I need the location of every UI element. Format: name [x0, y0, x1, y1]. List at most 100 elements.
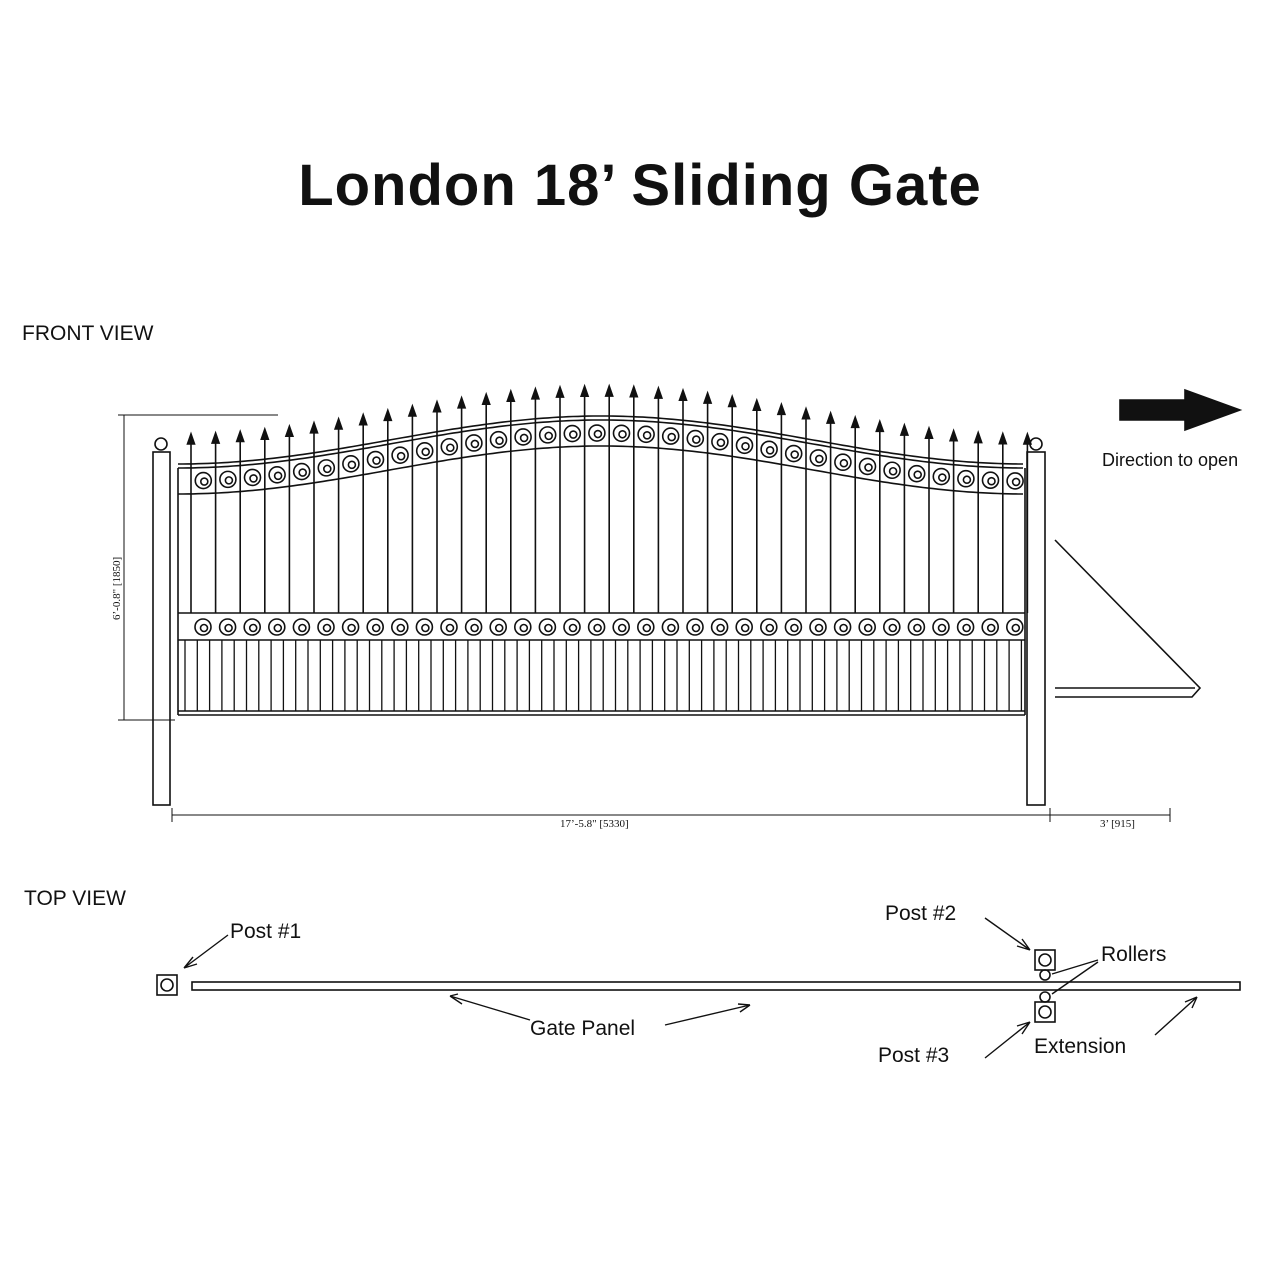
scroll-ornament	[981, 471, 1000, 490]
scroll-ornament	[858, 618, 877, 636]
scroll-ornament	[513, 618, 532, 636]
scroll-ornament	[243, 618, 261, 636]
spike-finial	[235, 429, 245, 443]
spike-finial	[579, 383, 590, 397]
spike-finial	[358, 412, 368, 426]
diagram-title: London 18’ Sliding Gate	[298, 153, 982, 218]
scroll-ornament	[883, 461, 901, 480]
scroll-ornament	[464, 618, 483, 636]
scroll-ornament-inner	[888, 623, 898, 633]
scroll-ornament	[809, 618, 827, 636]
scroll-ornament	[218, 618, 237, 636]
scroll-ornament	[711, 432, 729, 451]
gate-frame-sides	[177, 468, 1026, 715]
spike-finial	[555, 384, 565, 398]
scroll-ornament-inner	[372, 456, 381, 465]
spike-finial	[432, 399, 442, 413]
scroll-ornament	[563, 424, 582, 443]
post2-label: Post #2	[885, 902, 957, 925]
scroll-ornament-inner	[716, 438, 726, 447]
roller-top	[1039, 969, 1051, 981]
scroll-ornament	[760, 440, 778, 459]
scroll-ornament-inner	[322, 464, 332, 474]
scroll-ornament-inner	[667, 432, 677, 442]
spike-finial	[776, 401, 787, 416]
scroll-ornament	[243, 468, 262, 487]
scroll-ornament	[735, 436, 754, 455]
scroll-ornament-inner	[962, 623, 971, 633]
width-dim-text: 17’-5.8" [5330]	[560, 818, 629, 830]
scroll-ornament	[858, 457, 877, 476]
scroll-ornament-inner	[347, 460, 357, 470]
scroll-ornament-inner	[519, 623, 529, 633]
scroll-ornament-inner	[298, 468, 308, 477]
spike-finial	[899, 422, 910, 436]
scroll-ornament-inner	[667, 623, 676, 633]
scroll-ornament	[588, 424, 606, 442]
scroll-ornament-inner	[765, 623, 775, 633]
scroll-ornament	[415, 618, 434, 636]
spike-finial	[924, 425, 934, 439]
post3-circle	[1038, 1005, 1052, 1019]
scroll-ornament	[907, 618, 926, 636]
spike-finial	[481, 391, 491, 406]
scroll-ornament-inner	[691, 435, 701, 444]
scroll-ornament-inner	[617, 623, 627, 633]
scroll-ornament-inner	[519, 433, 529, 443]
scroll-ornament	[341, 618, 360, 636]
scroll-ornament	[981, 618, 1000, 636]
scroll-ornament	[956, 618, 975, 636]
rollers-label: Rollers	[1101, 943, 1167, 966]
scroll-ornament	[538, 618, 557, 636]
scroll-ornament	[784, 444, 803, 463]
scroll-ornament-inner	[962, 475, 972, 485]
spike-finial	[604, 383, 614, 397]
scroll-ornament-inner	[298, 623, 307, 633]
spike-finial	[284, 423, 295, 438]
spike-finial	[629, 384, 639, 398]
scroll-ornament	[759, 618, 778, 636]
front-view-label: FRONT VIEW	[22, 322, 154, 345]
scroll-ornament	[563, 618, 581, 636]
scroll-ornament-inner	[839, 458, 849, 468]
scroll-ornament-inner	[544, 623, 553, 633]
extension-dim-text: 3’ [915]	[1100, 818, 1135, 830]
scroll-ornament	[390, 618, 409, 636]
scroll-ornament-inner	[765, 445, 775, 455]
scroll-ornament	[932, 618, 950, 636]
scroll-band-bottom-rail	[178, 445, 1023, 495]
direction-arrow-icon	[1119, 388, 1243, 432]
post1-square	[156, 974, 178, 996]
scroll-ornament-inner	[937, 473, 947, 482]
spike-finial	[210, 430, 221, 444]
spike-finial	[407, 403, 418, 417]
scroll-ornament-inner	[593, 429, 603, 439]
scroll-ornament	[907, 464, 926, 483]
scroll-ornament-inner	[544, 431, 554, 441]
scroll-ornament	[686, 429, 705, 448]
scroll-ornament-inner	[396, 451, 406, 461]
scroll-ornament	[587, 618, 606, 636]
right-post-cap	[1029, 437, 1043, 451]
scroll-ornament	[833, 618, 852, 636]
scroll-ornament	[292, 462, 311, 481]
spike-finial	[186, 431, 196, 445]
scroll-ornament-inner	[249, 474, 258, 483]
scroll-ornament	[194, 618, 212, 636]
scroll-ornament	[784, 618, 803, 636]
scroll-ornament-inner	[642, 431, 652, 440]
spike-finial	[752, 397, 762, 412]
scroll-ornament-inner	[1011, 623, 1021, 633]
spike-finial	[850, 414, 860, 429]
scroll-ornament-inner	[642, 623, 652, 633]
scroll-ornament-inner	[618, 429, 627, 439]
scroll-ornament-inner	[740, 623, 750, 633]
scroll-ornament-inner	[199, 623, 209, 633]
scroll-ornament	[440, 618, 458, 636]
scroll-ornament	[489, 430, 508, 449]
scroll-ornament-inner	[839, 623, 848, 633]
scroll-ornament-inner	[470, 623, 479, 633]
post1-circle	[160, 978, 174, 992]
scroll-ornament-inner	[913, 470, 923, 479]
scroll-ornament-inner	[593, 623, 602, 633]
